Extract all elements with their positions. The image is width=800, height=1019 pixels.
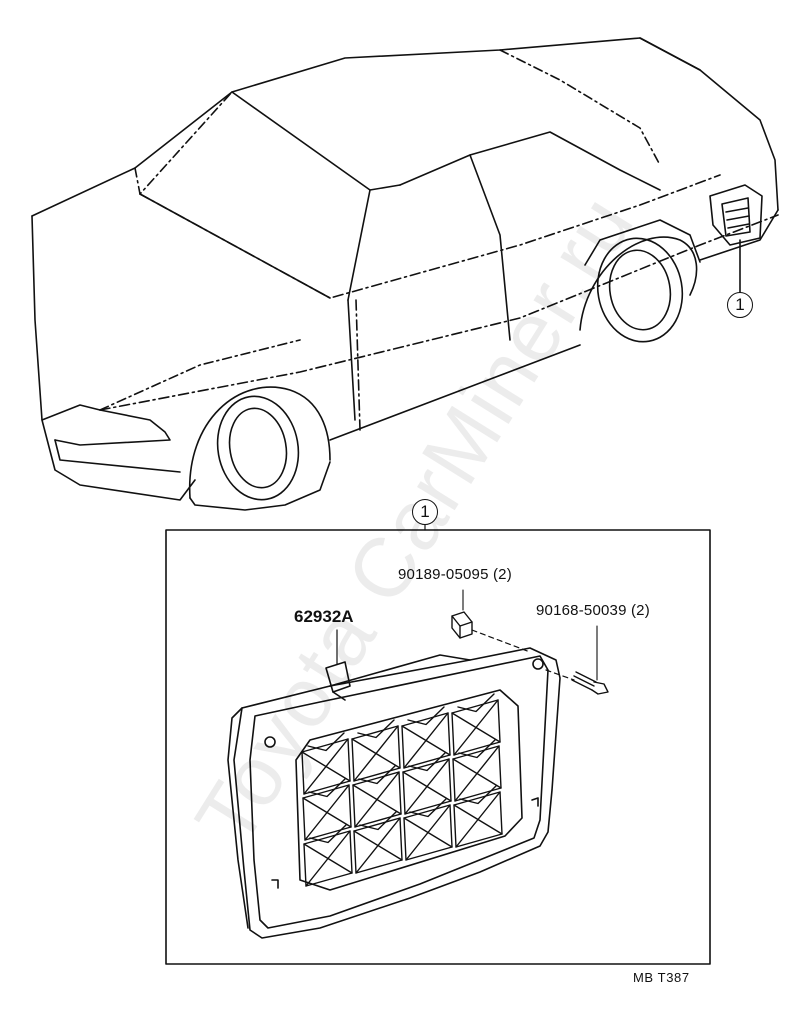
drawing-code: MB T387 [633,970,690,985]
grille-cell-ridge [403,804,453,861]
grille-cell-peak [357,719,395,739]
grille-cell-peak [457,693,495,713]
grille-cell-peak [358,765,396,785]
screw-90168 [571,625,609,695]
clip-90189 [451,589,473,639]
leader-dashes [471,629,575,681]
grille-cell-ridge [301,738,351,795]
grille-cell-ridge [402,758,452,815]
grille-cell-ridge [453,791,503,848]
part-label-90189-05095: 90189-05095 (2) [398,566,512,583]
grille-cell-peak [408,752,446,772]
grille-cell-peak [407,706,445,726]
car-illustration [31,37,779,511]
grille-cell-peak [459,785,497,805]
vent-assembly [227,629,561,939]
vent-grille [301,693,503,887]
grille-cell-ridge [302,784,352,841]
grille-cell-ridge [353,817,403,874]
grille-cell-peak [359,811,397,831]
callout-number: 1 [420,502,430,521]
grille-cell-peak [308,778,346,798]
grille-cell-ridge [451,699,501,756]
grille-cell-ridge [401,712,451,769]
callout-1-car: 1 [727,292,753,318]
grille-cell-peak [458,739,496,759]
grille-cell-ridge [303,830,353,887]
grille-cell-peak [309,824,347,844]
grille-cell-ridge [352,771,402,828]
grille-cell-peak [307,732,345,752]
callout-1-detail: 1 [412,499,438,525]
grille-cell-peak [409,798,447,818]
part-label-62932A: 62932A [294,607,354,626]
grille-cell-ridge [351,725,401,782]
grille-cell-ridge [452,745,502,802]
part-label-90168-50039: 90168-50039 (2) [536,602,650,619]
callout-number: 1 [735,295,745,314]
